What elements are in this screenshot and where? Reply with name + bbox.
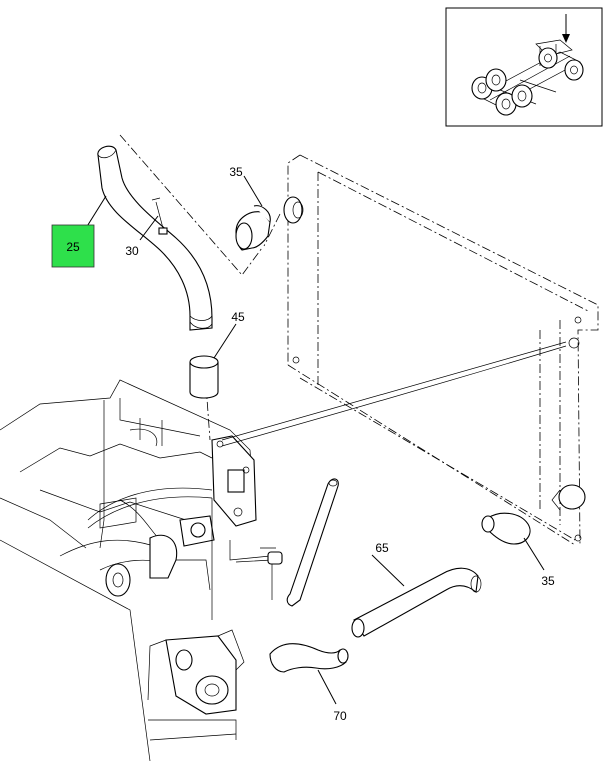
callout-leader-lines <box>85 175 545 705</box>
bypass-tube <box>286 478 339 607</box>
locator-arrow-icon <box>562 34 570 43</box>
straight-hose <box>189 355 219 399</box>
upper-elbow-hose <box>235 205 271 251</box>
vent-tube <box>221 341 567 447</box>
vehicle-locator-inset <box>445 7 603 127</box>
bottom-elbow-hose <box>269 643 349 673</box>
callout-70[interactable]: 70 <box>333 709 347 723</box>
callout-35-lower[interactable]: 35 <box>541 574 555 588</box>
lower-coolant-pipe <box>351 567 482 638</box>
lower-elbow-hose <box>481 512 531 545</box>
engine-block <box>0 379 283 761</box>
callout-45[interactable]: 45 <box>231 310 245 324</box>
callout-25[interactable]: 25 <box>51 224 95 268</box>
svg-text:25: 25 <box>66 240 80 254</box>
callout-30[interactable]: 30 <box>125 244 139 258</box>
upper-pipe-phantom-lines <box>119 134 281 441</box>
clip-part <box>151 197 168 235</box>
upper-coolant-pipe <box>97 145 213 331</box>
callout-65[interactable]: 65 <box>375 541 389 555</box>
callout-35-upper[interactable]: 35 <box>229 165 243 179</box>
